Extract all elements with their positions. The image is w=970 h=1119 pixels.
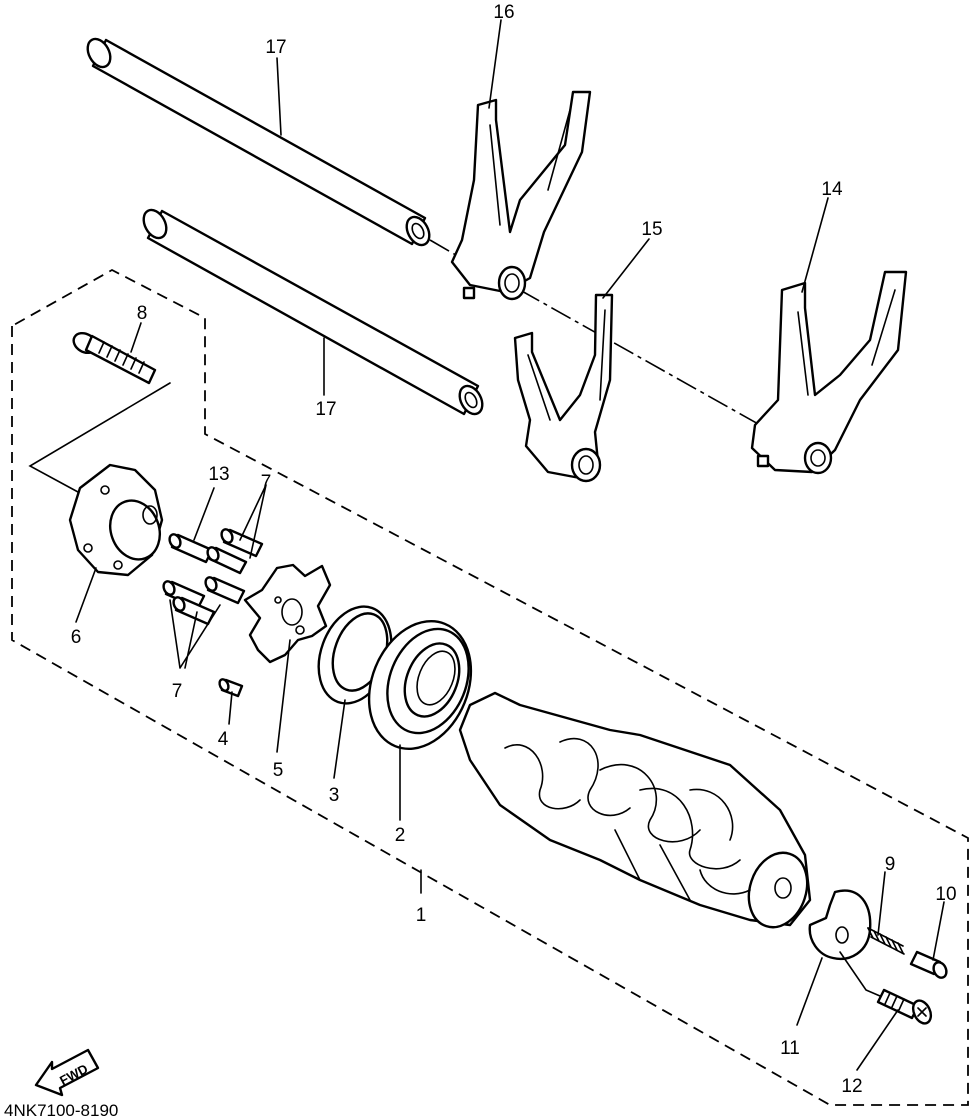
star-cam-plate-5 <box>243 563 332 664</box>
callout-8: 8 <box>137 303 148 324</box>
callout-9: 9 <box>885 854 896 875</box>
callout-10: 10 <box>935 884 956 905</box>
plunger-10 <box>909 950 948 979</box>
screw-12-leader <box>839 951 881 997</box>
pin-7-upper-b <box>206 546 248 575</box>
fwd-arrow-icon: FWD <box>34 1048 100 1097</box>
pin-7-lower-c <box>204 576 246 605</box>
callout-7-lower: 7 <box>172 681 183 702</box>
callout-15: 15 <box>641 219 662 240</box>
shift-fork-rod-lower <box>142 208 484 416</box>
callout-6: 6 <box>71 627 82 648</box>
shift-drum <box>458 691 812 929</box>
callout-11: 11 <box>780 1038 800 1059</box>
callout-labels: 1 2 3 4 5 6 7 7 8 9 10 11 12 13 14 15 16… <box>71 2 957 1097</box>
stopper-plate-11 <box>808 889 872 961</box>
callout-17-upper: 17 <box>265 37 286 58</box>
shift-fork-15 <box>513 293 614 483</box>
bearing-2 <box>367 620 473 750</box>
shift-fork-rod-upper <box>86 37 431 247</box>
callout-7-upper: 7 <box>261 472 272 493</box>
screw-8 <box>72 331 157 385</box>
shift-fork-14 <box>750 270 908 475</box>
pin-7-lower-b <box>172 596 216 626</box>
pin-13 <box>168 533 214 564</box>
shift-drum-segment-6 <box>68 463 164 577</box>
callout-14: 14 <box>821 179 843 200</box>
dowel-pin-4 <box>218 678 244 698</box>
screw-8-leader <box>28 382 171 493</box>
spring-9 <box>867 927 905 955</box>
callout-1: 1 <box>416 905 427 926</box>
callout-2: 2 <box>395 825 406 846</box>
callout-12: 12 <box>841 1076 862 1097</box>
callout-13: 13 <box>208 464 229 485</box>
screw-12 <box>876 988 933 1025</box>
callout-3: 3 <box>329 785 340 806</box>
callout-5: 5 <box>273 760 284 781</box>
assembly-boundary <box>11 268 969 1106</box>
shift-fork-16 <box>450 90 592 301</box>
callout-leaders <box>75 19 945 1071</box>
diagram-code: 4NK7100-8190 <box>4 1101 118 1119</box>
callout-4: 4 <box>218 729 229 750</box>
callout-16: 16 <box>493 2 514 23</box>
callout-17-lower: 17 <box>315 399 336 420</box>
